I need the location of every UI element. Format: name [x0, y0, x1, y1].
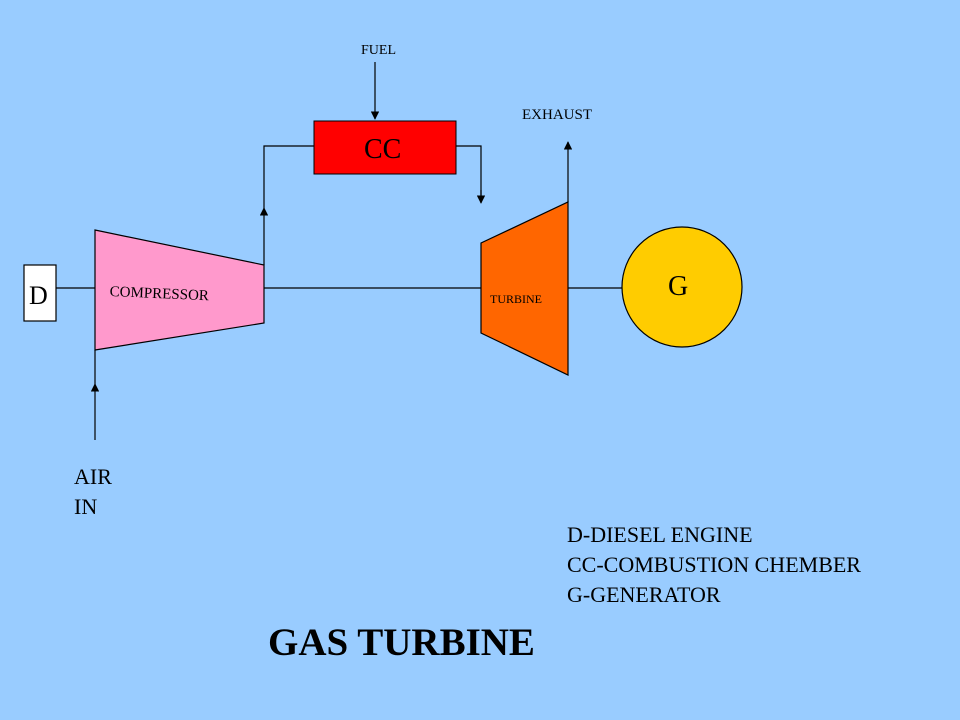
air-in-label: AIR IN [74, 462, 112, 522]
cc-to-turbine-line [456, 145, 482, 198]
diesel-engine-box [23, 264, 57, 322]
air-in-label-line1: AIR [74, 464, 112, 489]
turbine-label: TURBINE [490, 292, 542, 306]
compressor-shape [94, 229, 265, 351]
turbine-shape [480, 201, 569, 376]
legend-item-diesel: D-DIESEL ENGINE [567, 522, 753, 547]
combustion-chamber-box [313, 120, 457, 175]
fuel-label: FUEL [361, 43, 396, 58]
compressor-to-cc-line [263, 145, 314, 208]
diesel-engine-label: D [29, 281, 48, 310]
air-in-label-line2: IN [74, 494, 98, 519]
legend-item-combustion-chamber: CC-COMBUSTION CHEMBER [567, 552, 861, 577]
legend-item-generator: G-GENERATOR [567, 582, 721, 607]
generator-label: G [668, 271, 689, 302]
exhaust-label: EXHAUST [522, 107, 592, 123]
generator-circle [621, 226, 743, 348]
combustion-chamber-label: CC [364, 134, 402, 165]
legend: D-DIESEL ENGINE CC-COMBUSTION CHEMBER G-… [567, 520, 861, 610]
diagram-title: GAS TURBINE [268, 621, 535, 664]
